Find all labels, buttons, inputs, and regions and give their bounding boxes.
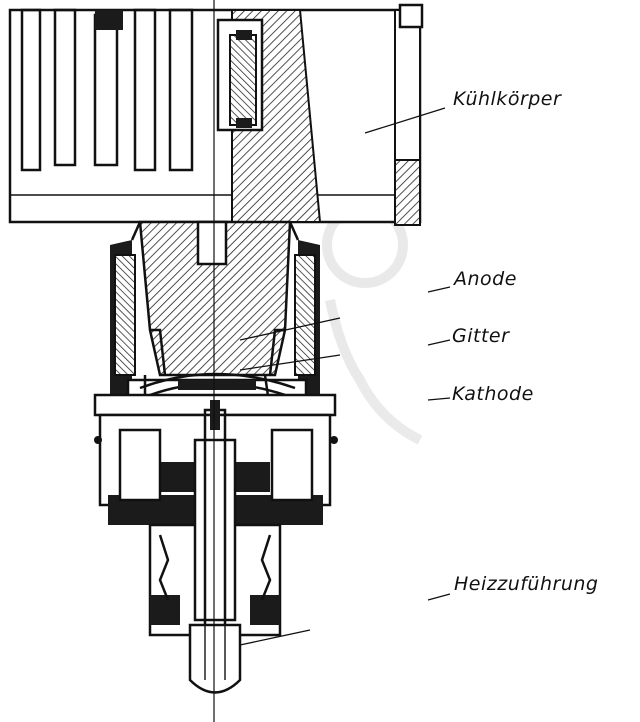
anode [138,220,292,377]
grid-cathode-assembly [93,372,338,525]
label-anode: Anode [452,268,517,290]
label-heater-lead: Heizzuführung [454,573,598,595]
label-cathode: Kathode [452,383,534,405]
heatsink [8,3,424,226]
leader-lines [239,107,451,646]
label-heatsink: Kühlkörper [453,88,562,110]
label-grid: Gitter [452,325,510,347]
heater-lead-stem [148,400,282,694]
watermark-bear [319,186,423,445]
